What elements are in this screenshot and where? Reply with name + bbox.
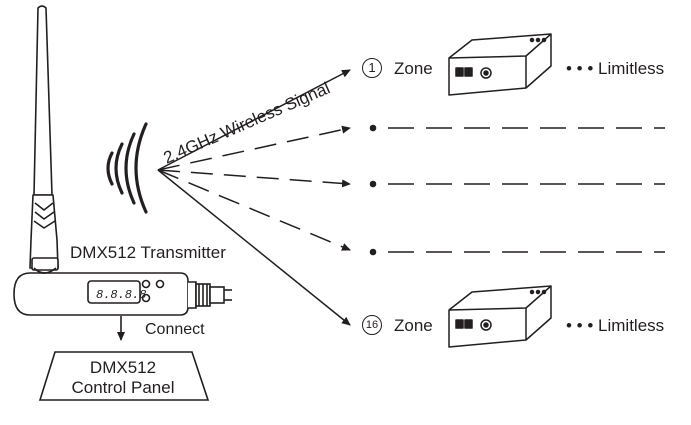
transmitter-label: DMX512 Transmitter (70, 243, 226, 262)
zone-label: Zone (394, 316, 433, 335)
zone-suffix: • • • Limitless (566, 59, 665, 78)
control-panel-box (38, 351, 210, 401)
zone-number-badge: 16 (362, 315, 382, 335)
zone-placeholders (369, 124, 665, 256)
control-panel-label-line1: DMX512 (89, 358, 157, 377)
signal-line-3 (157, 169, 351, 188)
zone-number-badge: 1 (362, 58, 382, 78)
receiver-zone-1 (448, 33, 552, 96)
signal-line-zone-16 (157, 169, 351, 326)
antenna (29, 5, 59, 271)
control-panel-label-line2: Control Panel (71, 378, 175, 397)
signal-line-4 (157, 169, 351, 251)
signal-line-zone-1 (157, 69, 351, 171)
zone-suffix: • • • Limitless (566, 316, 665, 335)
radio-waves-icon (106, 122, 148, 214)
signal-lines (157, 69, 351, 326)
transmitter-display: 8.8.8.8 (96, 288, 146, 302)
zone-label: Zone (394, 59, 433, 78)
connect-label: Connect (145, 321, 205, 338)
receiver-zone-16 (448, 285, 552, 348)
transmitter-device (13, 267, 232, 316)
